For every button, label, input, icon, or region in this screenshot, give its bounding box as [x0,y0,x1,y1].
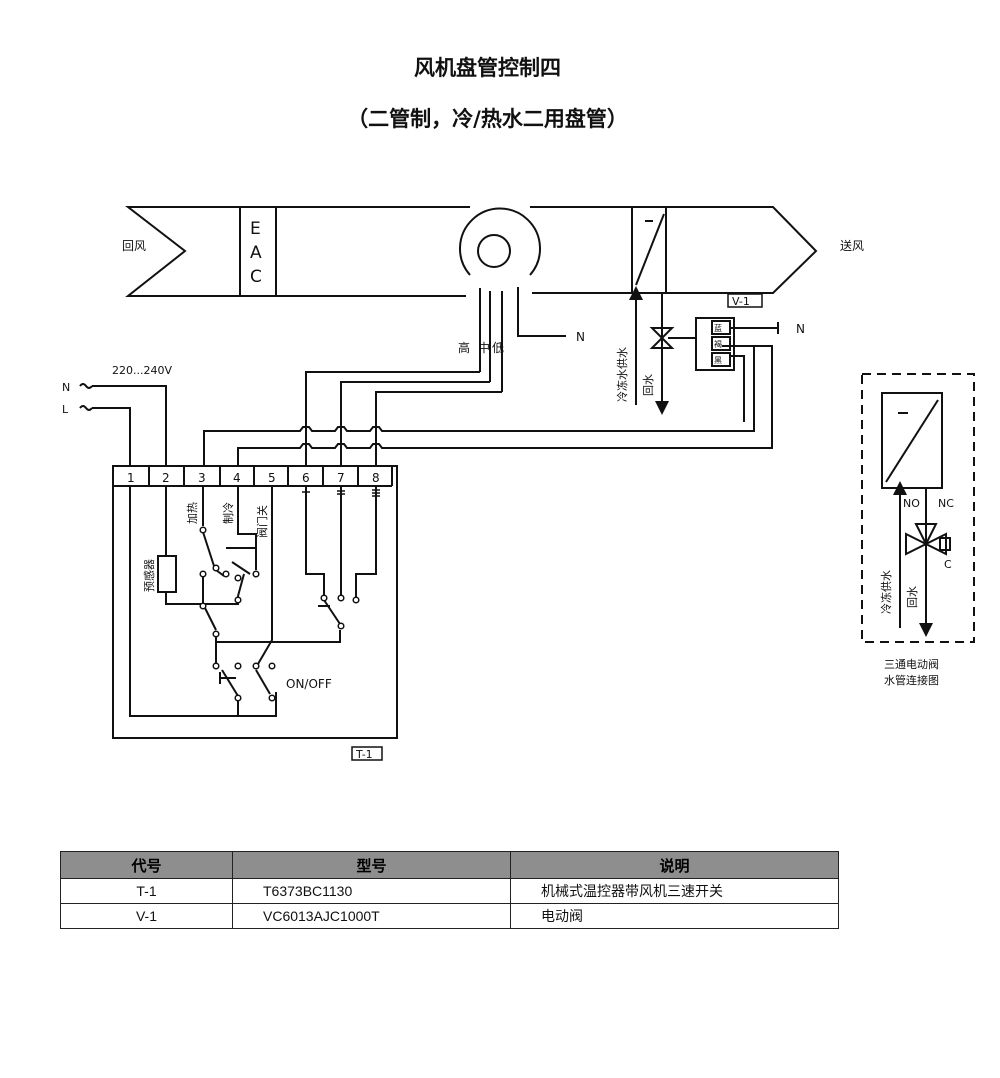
return-air-label: 回风 [122,239,146,253]
inset-caption-line2: 水管连接图 [884,673,939,687]
terminal-8: 8 [372,471,380,485]
terminal-6: 6 [302,471,310,485]
terminal-2: 2 [162,471,170,485]
water-pipes [629,286,669,415]
field-wiring [203,345,773,466]
cell-code: V-1 [60,903,233,929]
sensor-label: 预感器 [143,559,156,592]
inset-return-label: 回水 [906,586,919,608]
fan-leads [479,287,566,392]
table-header-row: 代号 型号 说明 [60,851,839,879]
chilled-supply-label: 冷冻水供水 [615,347,629,402]
eac-letter-a: A [250,243,262,263]
fan-blower [459,207,541,276]
cell-description: 电动阀 [510,903,839,929]
switch-contacts [199,526,360,702]
fan-neutral-label: N [576,330,585,344]
eac-letter-e: E [250,219,261,239]
terminal-1: 1 [127,471,135,485]
inset-nc-label: NC [938,497,954,510]
table-row: T-1 T6373BC1130 机械式温控器带风机三速开关 [60,878,839,904]
cell-model: VC6013AJC1000T [232,903,511,929]
inset-frame [861,373,975,643]
valve-off-label: 阀门关 [255,505,269,538]
valve-actuator [695,317,735,371]
eac-letter-c: C [250,267,262,287]
cell-description: 机械式温控器带风机三速开关 [510,878,839,904]
header-code: 代号 [60,851,233,879]
air-duct [125,206,818,297]
voltage-label: 220...240V [112,364,172,377]
valve-tag: V-1 [732,295,750,308]
thermostat-enclosure [112,465,398,739]
terminal-4: 4 [233,471,241,485]
table-row: V-1 VC6013AJC1000T 电动阀 [60,903,839,929]
two-way-valve [649,327,696,349]
terminal-3: 3 [198,471,206,485]
thermostat-tag: T-1 [355,748,373,761]
cool-label: 制冷 [222,502,235,524]
return-water-label: 回水 [642,374,655,396]
valve-tag-box [727,293,763,308]
diagram-subtitle: （二管制，冷/热水二用盘管） [347,107,628,131]
inset-c-label: C [944,558,952,571]
inset-chilled-supply-label: 冷冻供水 [879,570,893,614]
header-description: 说明 [510,851,839,879]
inset-caption-line1: 三通电动阀 [884,657,939,671]
fan-high-label: 高 [458,340,470,355]
component-table: 代号 型号 说明 T-1 T6373BC1130 机械式温控器带风机三速开关 V… [60,851,839,929]
thermostat-tag-box [351,746,383,761]
inset-coil [881,392,943,489]
duct-cooling-mark [645,220,653,222]
valve-neutral-label: N [796,322,805,336]
wire-color-blue: 蓝 [714,323,722,333]
inset-no-label: NO [903,497,920,510]
fan-mid-label: 中 [478,340,490,355]
diagram-title: 风机盘管控制四 [414,56,561,80]
fan-low-label: 低 [492,341,504,355]
three-way-valve [893,481,951,637]
cell-model: T6373BC1130 [232,878,511,904]
header-model: 型号 [232,851,511,879]
power-n-label: N [62,381,70,394]
wire-color-brown: 褐 [714,339,722,349]
power-wires [79,383,167,466]
wiring-diagram: 回风 送风 E A C 高 中 低 N 蓝 褐 黑 N V-1 冷冻水供水 回水… [62,206,975,761]
wire-color-black: 黑 [714,356,722,365]
thermostat-internal-wiring [129,486,377,717]
heat-label: 加热 [186,502,199,524]
onoff-label: ON/OFF [286,677,332,691]
cell-code: T-1 [60,878,233,904]
terminal-7: 7 [337,471,345,485]
inset-coil-mark [898,412,908,414]
power-l-label: L [62,403,69,416]
terminal-5: 5 [268,471,276,485]
supply-air-label: 送风 [840,238,864,253]
